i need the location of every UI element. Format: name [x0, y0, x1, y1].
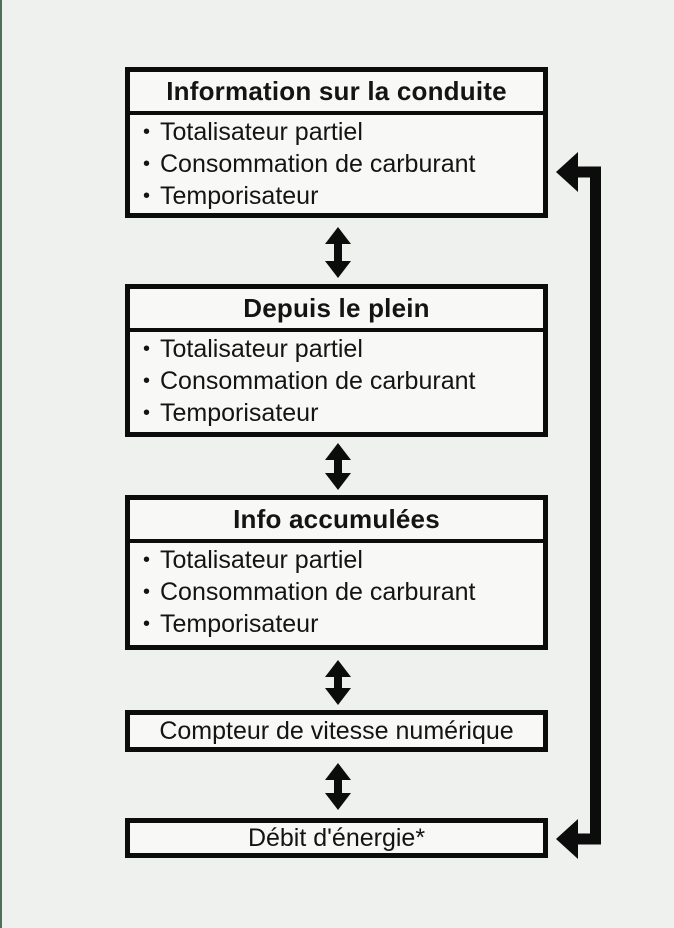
double-arrow-icon [325, 227, 351, 278]
menu-item: • Temporisateur [130, 180, 543, 212]
bullet-icon: • [143, 121, 151, 143]
menu-box-debit-energie: Débit d'énergie* [125, 818, 548, 858]
menu-item-label: Temporisateur [160, 610, 319, 638]
menu-box-title: Compteur de vitesse numérique [159, 717, 514, 745]
menu-box-body: • Totalisateur partiel • Consommation de… [130, 115, 543, 212]
loop-arrow-icon [556, 152, 601, 859]
menu-box-title: Info accumulées [130, 500, 543, 543]
menu-item-label: Consommation de carburant [160, 150, 476, 178]
bullet-icon: • [143, 549, 151, 571]
menu-box-compteur-vitesse-numerique: Compteur de vitesse numérique [125, 710, 548, 752]
menu-item: • Totalisateur partiel [130, 116, 543, 148]
menu-item-label: Temporisateur [160, 399, 319, 427]
bullet-icon: • [143, 185, 151, 207]
bullet-icon: • [143, 370, 151, 392]
menu-box-body: • Totalisateur partiel • Consommation de… [130, 543, 543, 640]
menu-item-label: Consommation de carburant [160, 578, 476, 606]
page-edge-line [0, 0, 2, 928]
menu-box-information-sur-la-conduite: Information sur la conduite • Totalisate… [125, 67, 548, 218]
menu-item-label: Totalisateur partiel [160, 118, 363, 146]
menu-item-label: Totalisateur partiel [160, 335, 363, 363]
menu-box-body: • Totalisateur partiel • Consommation de… [130, 332, 543, 429]
menu-item: • Consommation de carburant [130, 365, 543, 397]
menu-item: • Consommation de carburant [130, 576, 543, 608]
menu-item-label: Consommation de carburant [160, 367, 476, 395]
menu-item-label: Temporisateur [160, 182, 319, 210]
menu-item-label: Totalisateur partiel [160, 546, 363, 574]
menu-item: • Totalisateur partiel [130, 333, 543, 365]
menu-box-info-accumulees: Info accumulées • Totalisateur partiel •… [125, 495, 548, 650]
menu-box-depuis-le-plein: Depuis le plein • Totalisateur partiel •… [125, 284, 548, 437]
double-arrow-icon [325, 763, 351, 810]
menu-item: • Temporisateur [130, 608, 543, 640]
menu-item: • Consommation de carburant [130, 148, 543, 180]
menu-item: • Temporisateur [130, 397, 543, 429]
bullet-icon: • [143, 613, 151, 635]
bullet-icon: • [143, 338, 151, 360]
menu-box-title: Information sur la conduite [130, 72, 543, 115]
bullet-icon: • [143, 581, 151, 603]
bullet-icon: • [143, 153, 151, 175]
menu-box-title: Débit d'énergie* [247, 824, 426, 852]
double-arrow-icon [325, 660, 351, 705]
double-arrow-icon [325, 443, 351, 490]
menu-item: • Totalisateur partiel [130, 544, 543, 576]
menu-box-title: Depuis le plein [130, 289, 543, 332]
bullet-icon: • [143, 402, 151, 424]
